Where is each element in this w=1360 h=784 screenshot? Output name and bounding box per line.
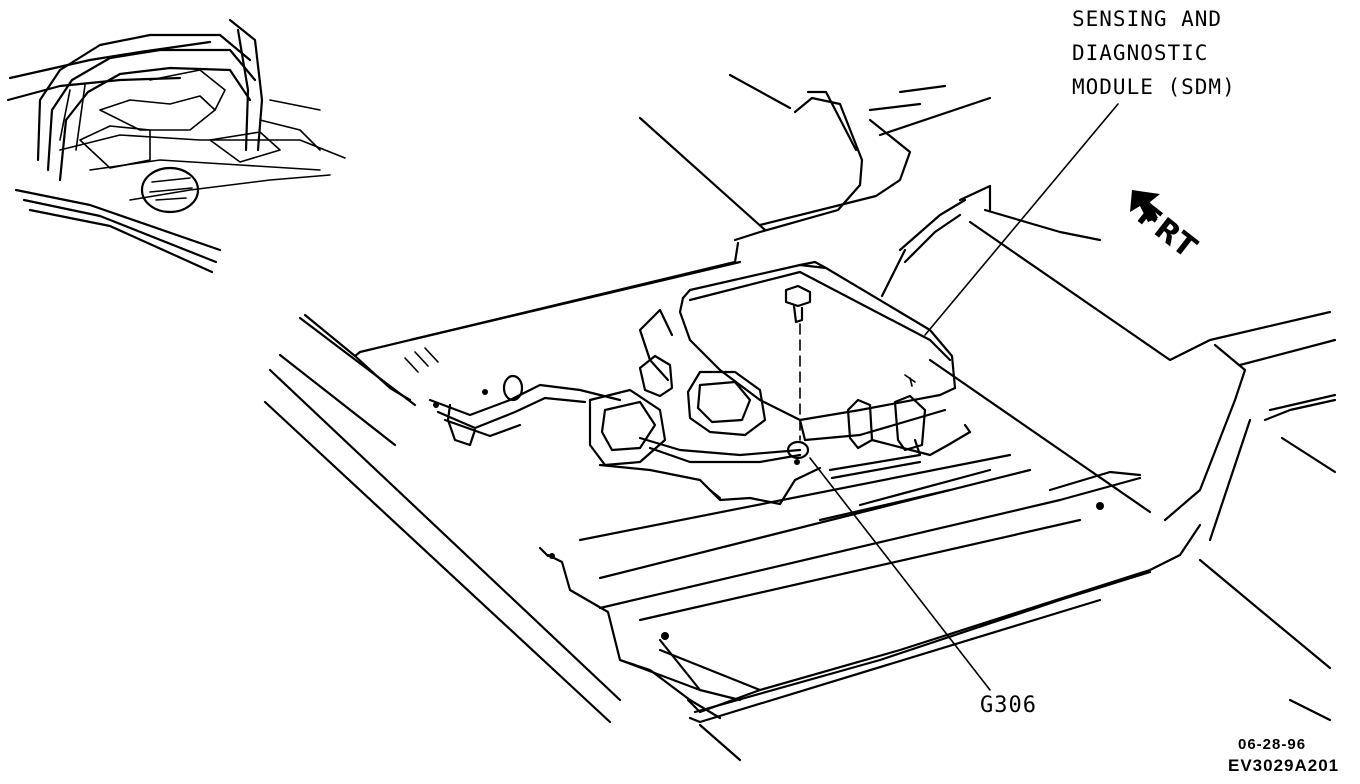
revision-date: 06-28-96 <box>1238 736 1307 753</box>
front-arrow-icon <box>1130 190 1160 222</box>
sdm-callout-label: SENSING AND DIAGNOSTIC MODULE (SDM) <box>1072 7 1236 99</box>
figure-code: EV3029A201 <box>1228 756 1340 775</box>
floor-pan <box>263 73 1337 762</box>
leader-lines <box>809 103 1119 691</box>
sdm-module <box>404 260 972 506</box>
vehicle-overview-inset <box>6 18 346 274</box>
ground-g306-label: G306 <box>980 693 1037 718</box>
